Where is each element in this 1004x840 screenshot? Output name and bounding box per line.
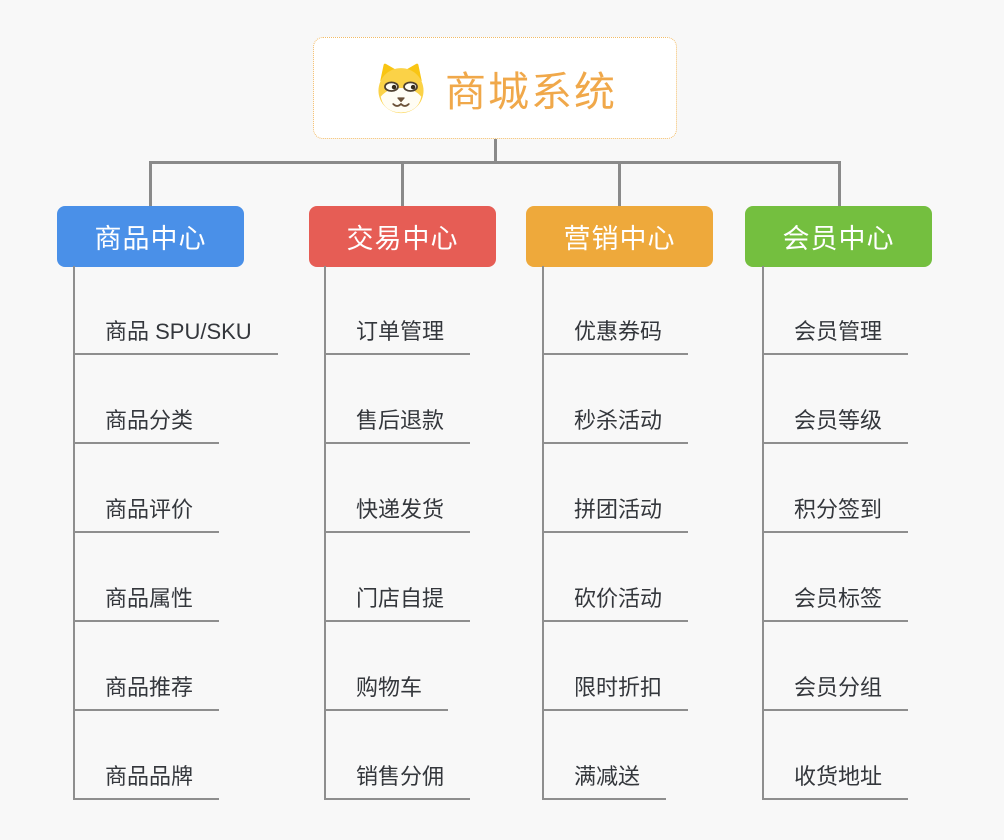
leaf-node[interactable]: 商品推荐 — [73, 670, 220, 711]
leaf-node[interactable]: 会员分组 — [762, 670, 909, 711]
branch-header-transaction[interactable]: 交易中心 — [309, 206, 496, 267]
leaf-node[interactable]: 订单管理 — [324, 314, 471, 355]
dog-face-icon — [378, 63, 424, 114]
leaf-node[interactable]: 售后退款 — [324, 403, 471, 444]
leaf-node[interactable]: 快递发货 — [324, 492, 471, 533]
leaf-node[interactable]: 商品评价 — [73, 492, 220, 533]
leaf-node[interactable]: 门店自提 — [324, 581, 471, 622]
leaf-node[interactable]: 优惠券码 — [542, 314, 689, 355]
connector-drop — [401, 161, 404, 207]
branch-header-member[interactable]: 会员中心 — [745, 206, 932, 267]
connector-drop — [618, 161, 621, 207]
leaf-node[interactable]: 积分签到 — [762, 492, 909, 533]
leaf-node[interactable]: 满减送 — [542, 759, 667, 800]
leaf-node[interactable]: 限时折扣 — [542, 670, 689, 711]
root-title: 商城系统 — [445, 69, 617, 115]
branch-header-marketing[interactable]: 营销中心 — [526, 206, 713, 267]
branch-spine — [542, 266, 544, 800]
leaf-node[interactable]: 商品属性 — [73, 581, 220, 622]
leaf-node[interactable]: 收货地址 — [762, 759, 909, 800]
branch-children-transaction: 订单管理 售后退款 快递发货 门店自提 购物车 销售分佣 — [324, 266, 564, 800]
branch-spine — [762, 266, 764, 800]
root-node-mall-system[interactable]: 商城系统 — [313, 37, 677, 139]
connector-rail — [149, 161, 841, 164]
connector-root-stub — [494, 139, 497, 164]
branch-spine — [324, 266, 326, 800]
leaf-node[interactable]: 拼团活动 — [542, 492, 689, 533]
leaf-node[interactable]: 秒杀活动 — [542, 403, 689, 444]
leaf-node[interactable]: 销售分佣 — [324, 759, 471, 800]
leaf-node[interactable]: 会员管理 — [762, 314, 909, 355]
leaf-node[interactable]: 商品品牌 — [73, 759, 220, 800]
branch-children-product: 商品 SPU/SKU 商品分类 商品评价 商品属性 商品推荐 商品品牌 — [73, 266, 313, 800]
leaf-node[interactable]: 砍价活动 — [542, 581, 689, 622]
leaf-node[interactable]: 会员等级 — [762, 403, 909, 444]
branch-children-member: 会员管理 会员等级 积分签到 会员标签 会员分组 收货地址 — [762, 266, 1002, 800]
leaf-node[interactable]: 商品分类 — [73, 403, 220, 444]
leaf-node[interactable]: 商品 SPU/SKU — [73, 314, 278, 355]
leaf-node[interactable]: 购物车 — [324, 670, 449, 711]
branch-children-marketing: 优惠券码 秒杀活动 拼团活动 砍价活动 限时折扣 满减送 — [542, 266, 782, 800]
leaf-node[interactable]: 会员标签 — [762, 581, 909, 622]
branch-spine — [73, 266, 75, 800]
connector-drop — [149, 161, 152, 207]
branch-header-product[interactable]: 商品中心 — [57, 206, 244, 267]
connector-drop — [838, 161, 841, 207]
